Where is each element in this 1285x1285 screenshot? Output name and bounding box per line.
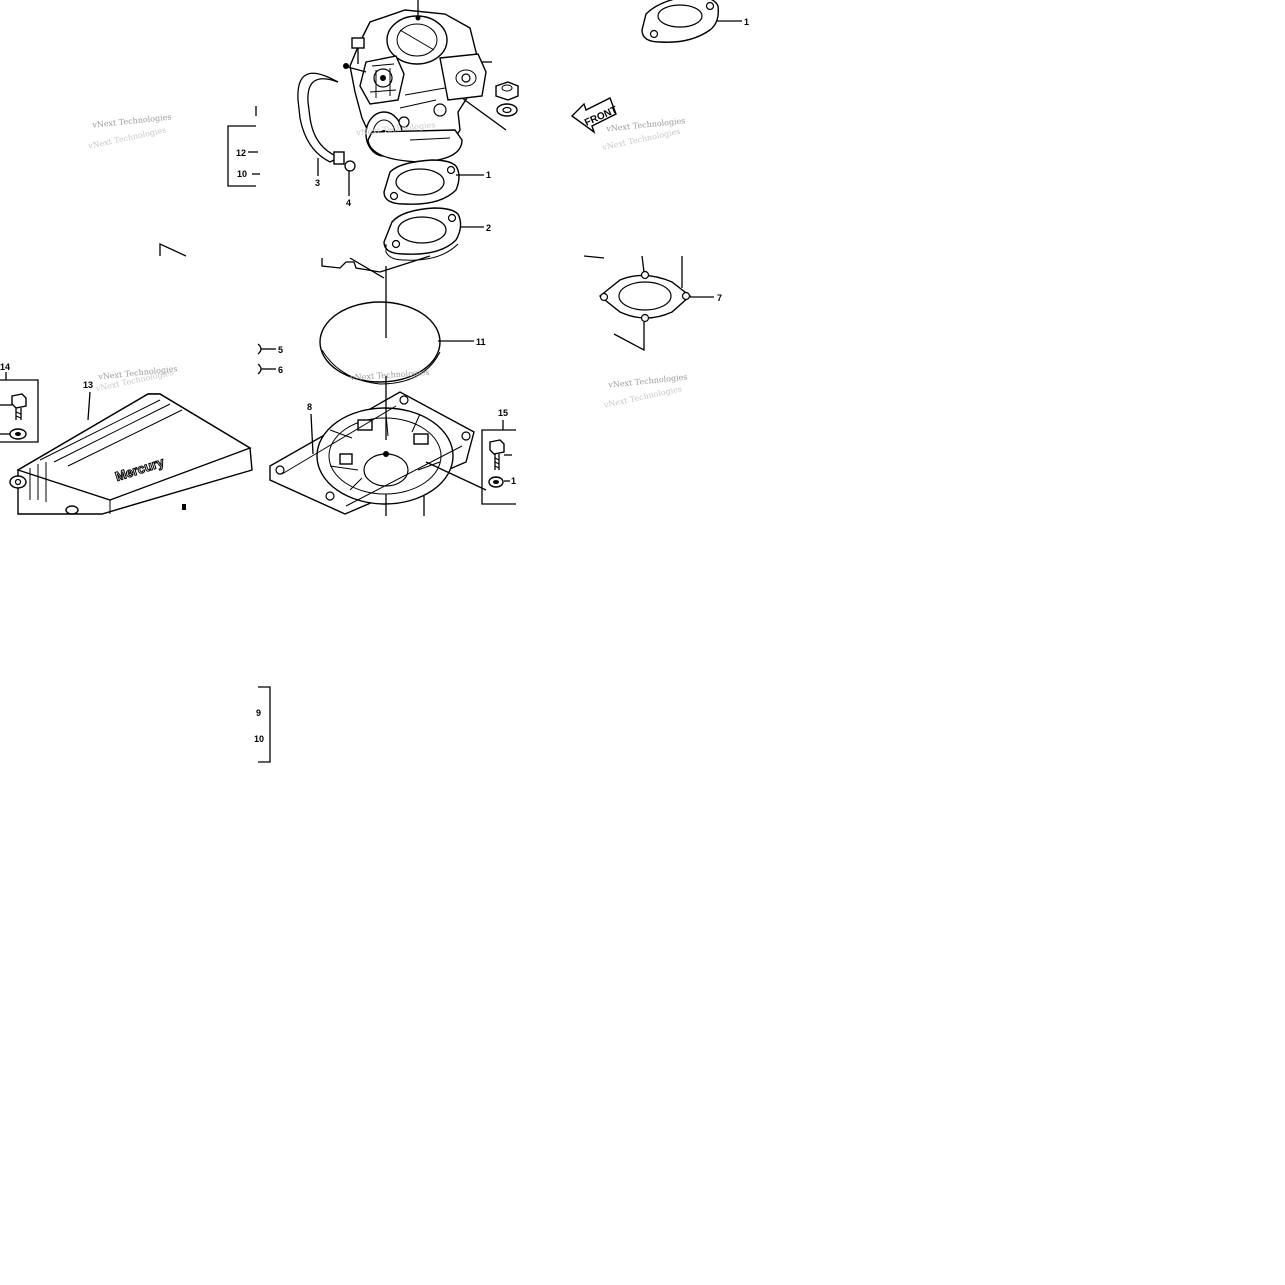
label-10-lower: 10	[254, 734, 264, 744]
guide-line-right	[583, 255, 683, 288]
nut-and-washer	[461, 81, 519, 131]
label-4: 4	[346, 198, 351, 208]
bracket-12-10: 12 10	[227, 106, 260, 187]
fuel-hose	[297, 72, 331, 163]
label-9: 9	[256, 708, 261, 718]
guide-line-left	[159, 242, 187, 257]
label-13: 13	[83, 380, 93, 390]
gasket-7: 7	[598, 270, 722, 352]
label-11: 11	[476, 337, 486, 347]
label-7: 7	[717, 293, 722, 303]
air-silencer-cover-13: Mercury 13	[9, 380, 253, 515]
label-1-top-right: 1	[744, 17, 749, 27]
front-arrow: FRONT	[570, 97, 619, 134]
base-plate-8: 8	[269, 376, 487, 516]
label-10-upper: 10	[237, 169, 247, 179]
spacer-plate-2: 2	[383, 207, 491, 261]
bracket-9-10: 9 10	[254, 686, 271, 763]
label-15: 15	[498, 408, 508, 418]
label-1-center: 1	[486, 170, 491, 180]
label-2: 2	[486, 223, 491, 233]
label-15-sub: 1	[511, 476, 516, 486]
clips-5-6: 5 6	[257, 343, 283, 375]
hose-clamp	[344, 160, 356, 172]
bolt-group-15: 15 1	[481, 408, 516, 505]
guide-line-center	[321, 255, 431, 273]
watermark-1-shadow: vNext Technologies	[86, 125, 167, 151]
label-6: 6	[278, 365, 283, 375]
filter-element-11: 11	[319, 266, 486, 385]
label-12: 12	[236, 148, 246, 158]
bolt-group-14: 14	[0, 362, 39, 443]
label-8: 8	[307, 402, 312, 412]
label-14: 14	[0, 362, 10, 372]
label-3: 3	[315, 178, 320, 188]
carburetor-assembly	[343, 0, 492, 163]
label-5: 5	[278, 345, 283, 355]
gasket-1-top-right: 1	[641, 0, 749, 43]
gasket-1-center: 1	[383, 159, 491, 205]
